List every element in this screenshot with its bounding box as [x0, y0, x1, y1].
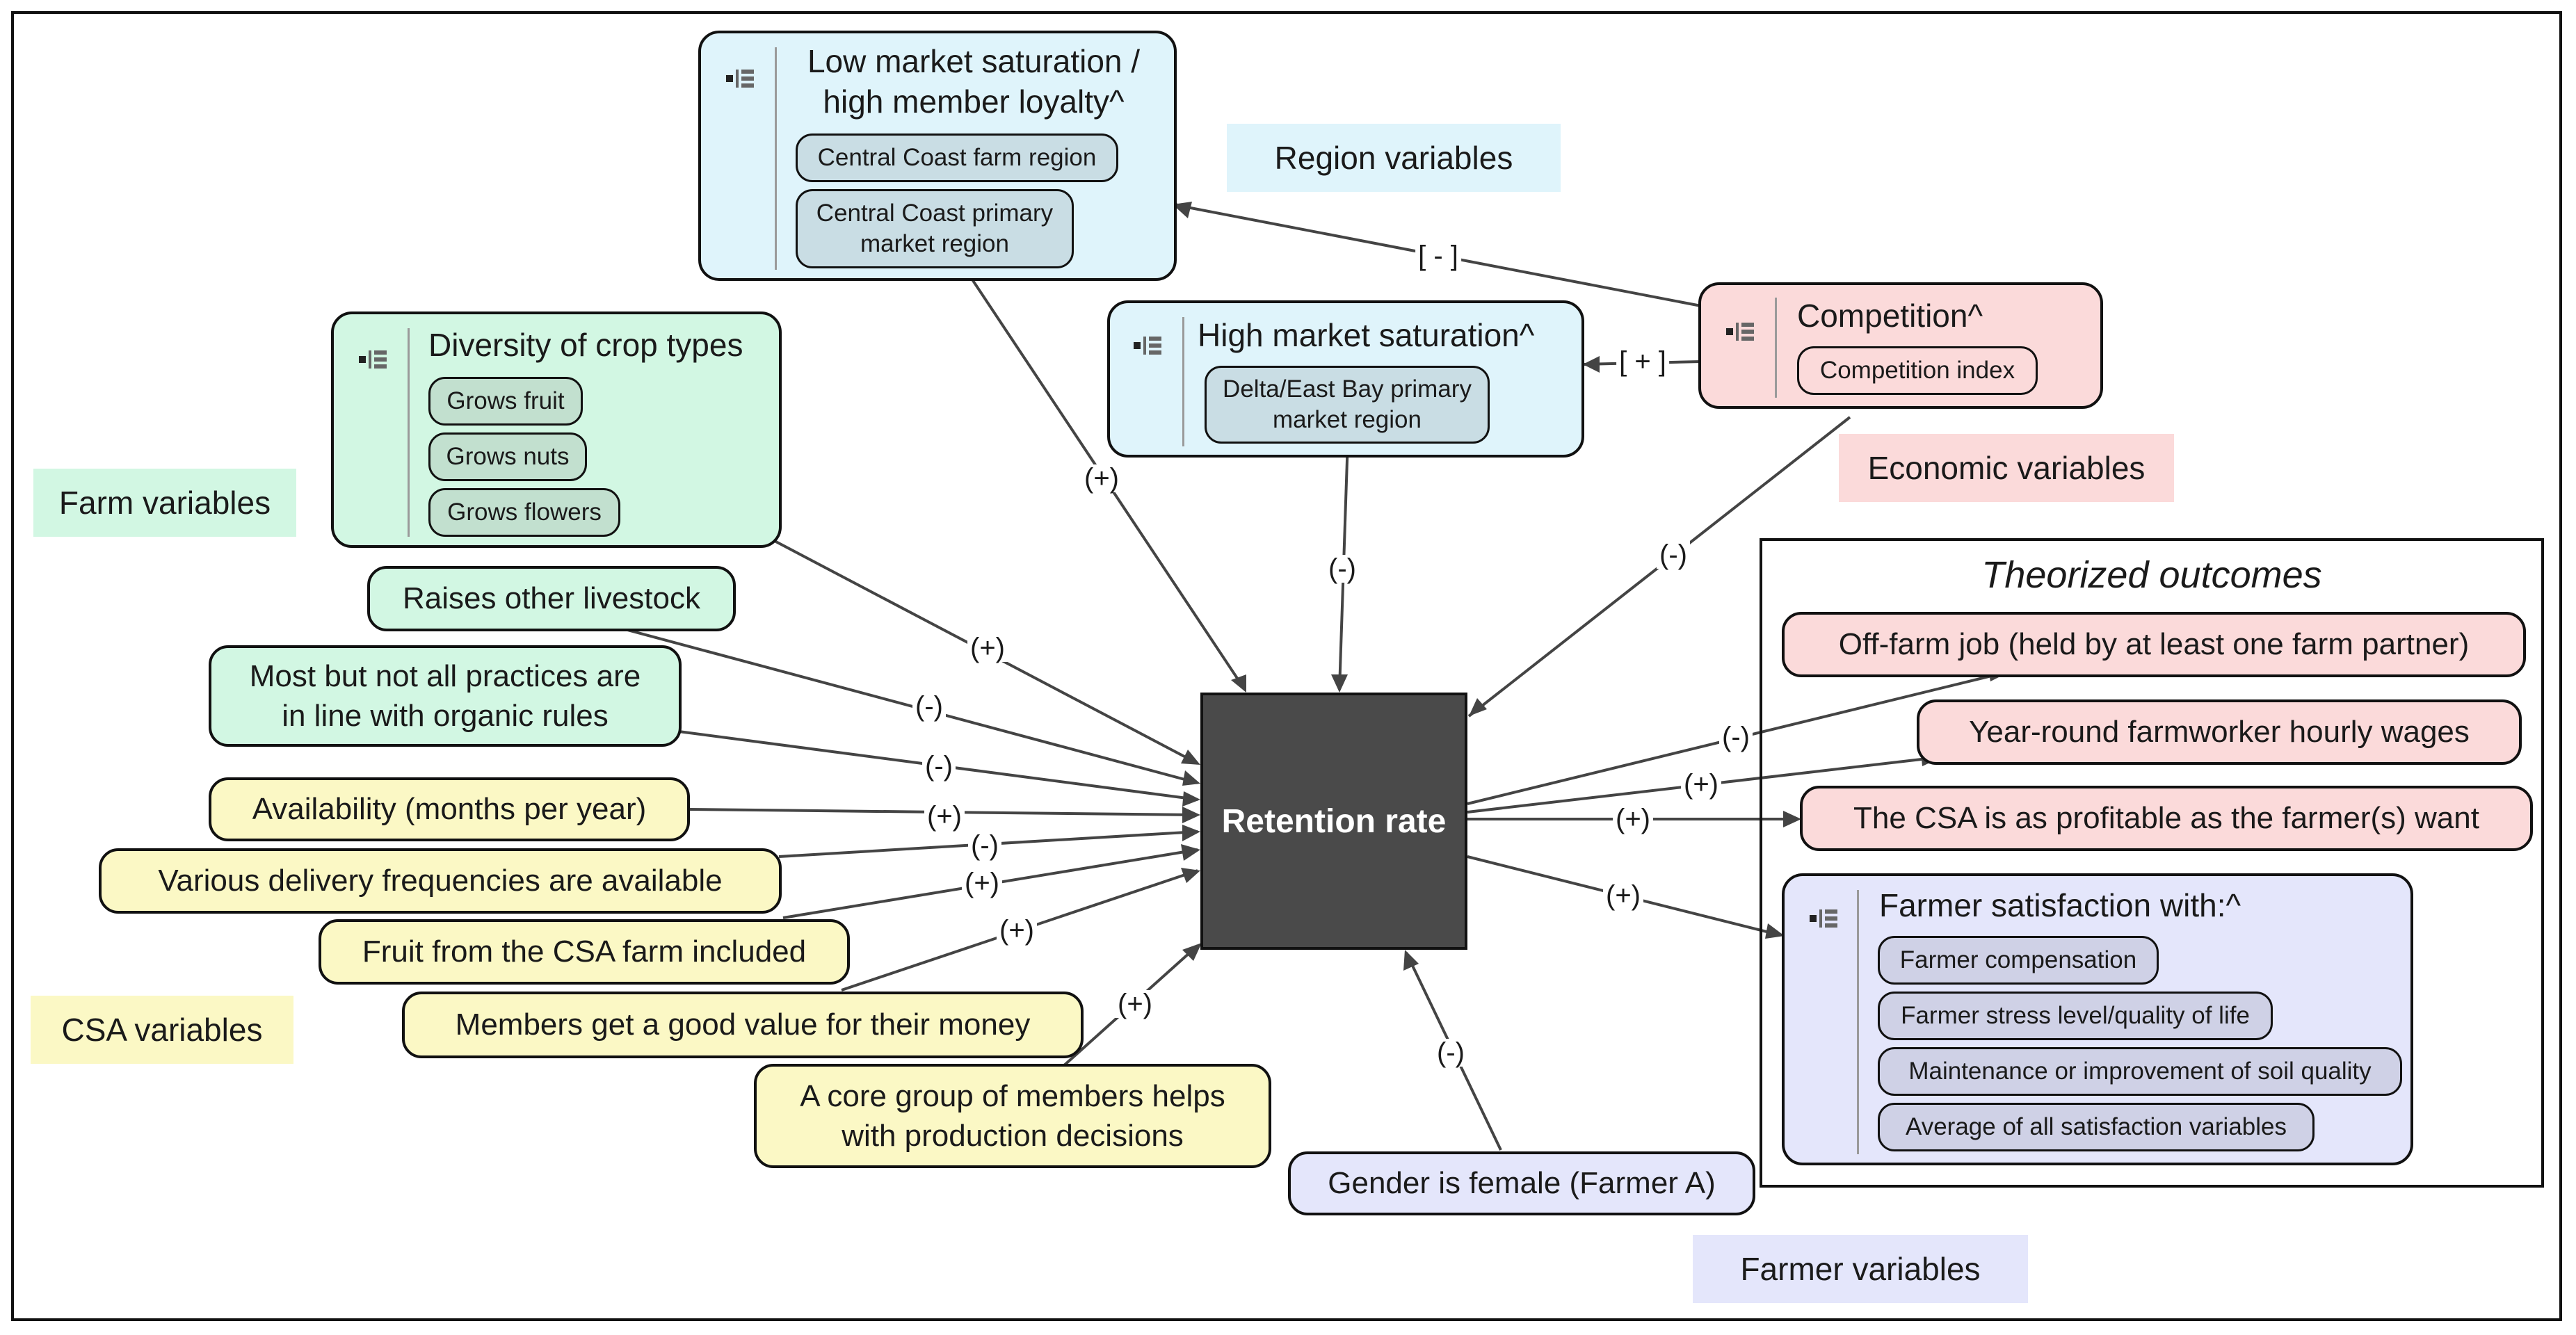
edge-label-value: (+) [997, 916, 1037, 944]
pill-grows-fruit: Grows fruit [428, 377, 583, 426]
arrowhead-center-high-market [1331, 674, 1348, 693]
group-low-market-saturation: Low market saturation / high member loya… [698, 31, 1177, 281]
edge-label-profitable: (+) [1613, 805, 1653, 833]
node-core-group: A core group of members helps with produ… [754, 1064, 1271, 1168]
edge-label-competition-low-market: [ - ] [1415, 242, 1461, 270]
node-organic-practices: Most but not all practices are in line w… [209, 645, 682, 747]
pill-delta-east-bay-region: Delta/East Bay primary market region [1205, 366, 1490, 444]
pill-central-coast-farm-region: Central Coast farm region [796, 134, 1118, 182]
edge-label-core-group: (+) [1115, 990, 1155, 1018]
arrowhead-center-fruit [1181, 844, 1200, 861]
edge-label-competition-high-market: [ + ] [1616, 348, 1669, 375]
arrowhead-center-value [1181, 868, 1200, 883]
edge-livestock [611, 624, 1198, 784]
pill-average-satisfaction: Average of all satisfaction variables [1878, 1103, 2315, 1151]
hierarchy-icon [726, 70, 754, 88]
pill-farmer-stress: Farmer stress level/quality of life [1878, 992, 2273, 1040]
edge-label-wages: (+) [1681, 770, 1721, 798]
category-region: Region variables [1227, 124, 1561, 192]
arrowhead-center-diversity [1181, 750, 1200, 765]
arrowhead-center-organic [1182, 791, 1200, 807]
hierarchy-icon [1726, 323, 1754, 341]
arrowhead-center-delivery [1182, 825, 1200, 841]
edge-label-high-market: (-) [1326, 555, 1359, 583]
pill-farmer-compensation: Farmer compensation [1878, 936, 2159, 985]
group-competition: Competition^ Competition index [1698, 282, 2103, 409]
edge-label-organic: (-) [922, 752, 956, 780]
theorized-outcomes-title: Theorized outcomes [1981, 554, 2322, 596]
group-separator [1775, 298, 1777, 398]
group-separator [408, 328, 410, 537]
hierarchy-icon [359, 350, 387, 369]
edge-label-gender: (-) [1434, 1039, 1467, 1067]
edge-label-fruit: (+) [962, 869, 1002, 897]
theorized-outcomes-box [1760, 538, 2544, 1188]
category-csa: CSA variables [31, 996, 293, 1064]
arrowhead-center-availability [1182, 807, 1200, 823]
category-farm: Farm variables [33, 469, 296, 537]
group-title: Competition^ [1797, 298, 1983, 334]
node-raises-other-livestock: Raises other livestock [367, 566, 736, 631]
arrowhead-center-livestock [1182, 770, 1200, 786]
pill-grows-nuts: Grows nuts [428, 432, 587, 481]
group-diversity-of-crop-types: Diversity of crop types Grows fruit Grow… [331, 312, 782, 548]
pill-central-coast-market-region: Central Coast primary market region [796, 189, 1074, 268]
pill-soil-quality: Maintenance or improvement of soil quali… [1878, 1047, 2402, 1096]
diagram-frame [11, 11, 2562, 1321]
arrowhead-profitable [1783, 811, 1801, 827]
group-high-market-saturation: High market saturation^ Delta/East Bay p… [1107, 300, 1584, 458]
edge-label-livestock: (-) [912, 693, 946, 720]
hierarchy-icon [1810, 909, 1837, 928]
pill-competition-index: Competition index [1797, 346, 2038, 395]
node-gender-female: Gender is female (Farmer A) [1288, 1151, 1755, 1215]
group-title: Diversity of crop types [428, 327, 743, 363]
node-fruit-included: Fruit from the CSA farm included [319, 919, 850, 985]
arrowhead-center-gender [1403, 950, 1419, 971]
node-good-value: Members get a good value for their money [402, 992, 1084, 1058]
edge-label-satisfaction: (+) [1603, 882, 1643, 909]
arrowhead-low-market-group [1173, 202, 1192, 218]
group-title: Low market saturation / high member loya… [807, 43, 1141, 120]
edge-label-competition: (-) [1657, 541, 1690, 569]
group-separator [1182, 317, 1184, 446]
arrowhead-center-core-group [1182, 943, 1202, 961]
arrowhead-satisfaction [1765, 923, 1785, 939]
retention-rate-node: Retention rate [1200, 693, 1467, 950]
group-separator [775, 47, 777, 270]
group-title: High market saturation^ [1198, 317, 1535, 353]
category-farmer: Farmer variables [1693, 1235, 2028, 1303]
edge-label-delivery: (-) [968, 832, 1001, 859]
node-availability: Availability (months per year) [209, 777, 690, 841]
outcome-csa-profitable: The CSA is as profitable as the farmer(s… [1800, 786, 2533, 851]
outcome-off-farm-job: Off-farm job (held by at least one farm … [1782, 612, 2526, 677]
arrowhead-high-market-group [1583, 356, 1600, 373]
edge-label-low-market: (+) [1081, 464, 1122, 492]
edge-label-availability: (+) [924, 802, 965, 830]
pill-grows-flowers: Grows flowers [428, 488, 620, 537]
group-farmer-satisfaction: Farmer satisfaction with:^ Farmer compen… [1782, 873, 2413, 1165]
hierarchy-icon [1134, 337, 1161, 355]
group-separator [1857, 890, 1859, 1154]
group-title: Farmer satisfaction with:^ [1879, 887, 2241, 923]
arrowhead-center-low-market [1231, 674, 1246, 693]
edge-label-diversity: (+) [967, 634, 1008, 662]
category-economic: Economic variables [1839, 434, 2174, 502]
edge-label-offfarm: (-) [1719, 723, 1753, 751]
arrowhead-center-competition [1469, 698, 1487, 716]
node-delivery-frequencies: Various delivery frequencies are availab… [99, 848, 782, 914]
outcome-farmworker-wages: Year-round farmworker hourly wages [1917, 699, 2522, 765]
